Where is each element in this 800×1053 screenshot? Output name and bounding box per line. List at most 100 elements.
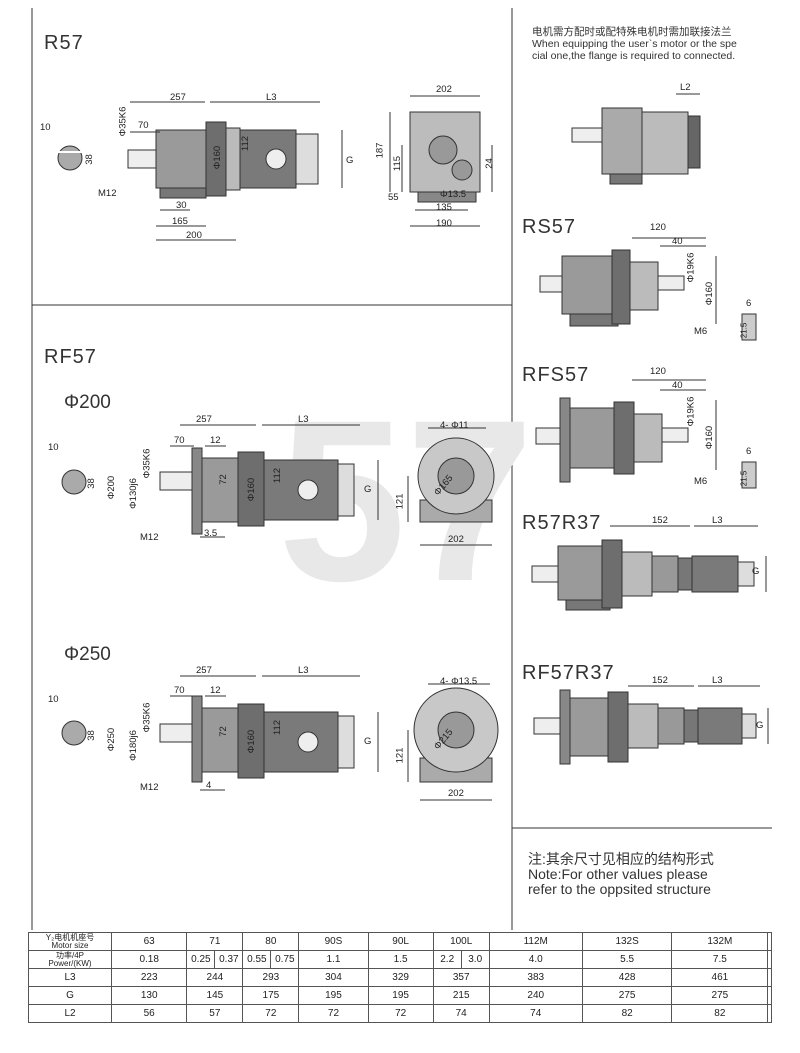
table-cell-empty (767, 968, 772, 987)
table-row-l3: L3 223 244 293 304 329 357 383 428 461 (28, 968, 772, 987)
table-cell: 7.5 (671, 950, 769, 969)
table-cell: 72 (367, 1004, 434, 1023)
table-row-motor-size: Y₂电机机座号 Motor size 63 71 80 90S 90L 100L… (28, 932, 772, 951)
rfs57-dim-6: 6 (746, 446, 752, 457)
r57-dim-202: 202 (436, 84, 452, 95)
table-cell: 0.75 (270, 950, 300, 969)
flange-note-cn: 电机需方配时或配特殊电机时需加联接法兰 (532, 26, 732, 38)
r57-dim-g: G (346, 155, 354, 166)
rfs57-dim-21-5: 21.5 (739, 470, 749, 487)
table-cell: 428 (581, 968, 673, 987)
rf250-dim-g: G (364, 736, 372, 747)
r57-dim-190: 190 (436, 218, 452, 229)
r57-dim-200: 200 (186, 230, 202, 241)
table-cell: 132S (581, 932, 673, 951)
rf200-dim-257: 257 (196, 414, 212, 425)
table-cell: 2.2 (432, 950, 462, 969)
table-cell: 357 (432, 968, 490, 987)
r57-dim-70: 70 (138, 120, 149, 131)
rs57-dim-m6: M6 (694, 326, 708, 337)
flange-note-en-1: When equipping the user`s motor or the s… (532, 38, 737, 50)
table-row-power: 功率/4P Power/(KW) 0.18 0.25 0.37 0.55 0.7… (28, 950, 772, 969)
rfs57-dim-m6: M6 (694, 476, 708, 487)
rf200-dim-holes: 4- Φ11 (440, 420, 469, 431)
table-cell: 461 (671, 968, 769, 987)
flange-note: 电机需方配时或配特殊电机时需加联接法兰 When equipping the u… (532, 26, 737, 62)
table-cell: 0.25 (186, 950, 216, 969)
l2-header: L2 (28, 1004, 112, 1023)
variant-label-phi250: Φ250 (64, 644, 111, 665)
table-row-g: G 130 145 175 195 195 215 240 275 275 (28, 986, 772, 1005)
table-cell: 57 (186, 1004, 244, 1023)
table-cell: 130 (110, 986, 188, 1005)
flange-dim-l2: L2 (680, 82, 691, 93)
power-header-cn: 功率/4P (55, 950, 84, 960)
rf250-dim-12: 12 (210, 685, 221, 696)
section-title-rf57: RF57 (44, 346, 97, 368)
table-cell: 74 (488, 1004, 583, 1023)
section-title-r57r37: R57R37 (522, 512, 602, 534)
table-cell: 80 (242, 932, 300, 951)
rf250-dim-l3: L3 (298, 665, 309, 676)
motor-size-header: Y₂电机机座号 Motor size (28, 932, 112, 951)
power-header-en: Power/(KW) (48, 958, 92, 968)
table-cell: 112M (488, 932, 583, 951)
table-cell: 74 (432, 1004, 490, 1023)
r57r37-dim-152: 152 (652, 515, 668, 526)
table-cell: 90S (298, 932, 369, 951)
rf200-dim-g: G (364, 484, 372, 495)
rf250-dim-holes: 4- Φ13.5 (440, 676, 478, 687)
table-cell: 0.18 (110, 950, 188, 969)
r57-dim-30: 30 (176, 200, 187, 211)
rf200-dim-10: 10 (48, 442, 59, 453)
table-row-l2: L2 56 57 72 72 72 74 74 82 82 (28, 1004, 772, 1023)
table-cell: 0.37 (214, 950, 244, 969)
rf250-dim-202: 202 (448, 788, 464, 799)
rf57r37-dim-g: G (756, 720, 764, 731)
r57-dim-55: 55 (388, 192, 399, 203)
rf57r37-dim-l3: L3 (712, 675, 723, 686)
table-cell-empty (767, 1004, 772, 1023)
table-cell: 175 (242, 986, 300, 1005)
table-cell: 275 (581, 986, 673, 1005)
rfs57-dim-40: 40 (672, 380, 683, 391)
rs57-dim-160: Φ160 (704, 281, 716, 306)
table-cell: 71 (186, 932, 244, 951)
l3-header: L3 (28, 968, 112, 987)
rf250-dim-10: 10 (48, 694, 59, 705)
table-cell: 275 (671, 986, 769, 1005)
table-cell: 195 (367, 986, 434, 1005)
table-cell: 223 (110, 968, 188, 987)
rfs57-dim-120: 120 (650, 366, 666, 377)
bottom-note-cn: 注:其余尺寸见相应的结构形式 (528, 851, 714, 867)
rs57-dim-21-5: 21.5 (739, 322, 749, 339)
table-cell: 63 (110, 932, 188, 951)
table-cell: 244 (186, 968, 244, 987)
rs57-dim-120: 120 (650, 222, 666, 233)
table-cell: 1.5 (367, 950, 434, 969)
r57-dim-10: 10 (40, 122, 51, 133)
rf250-dim-70: 70 (174, 685, 185, 696)
r57r37-dim-l3: L3 (712, 515, 723, 526)
table-cell: 56 (110, 1004, 188, 1023)
rfs57-dim-shaft: Φ19K6 (685, 396, 697, 427)
motor-size-header-en: Motor size (51, 940, 89, 950)
r57-dim-m12: M12 (98, 188, 117, 199)
table-cell: 72 (298, 1004, 369, 1023)
section-title-rf57r37: RF57R37 (522, 662, 615, 684)
g-header: G (28, 986, 112, 1005)
section-title-rfs57: RFS57 (522, 364, 590, 386)
table-cell: 82 (581, 1004, 673, 1023)
table-cell: 82 (671, 1004, 769, 1023)
rf200-dim-70: 70 (174, 435, 185, 446)
table-cell: 132M (671, 932, 769, 951)
flange-note-en-2: cial one,the flange is required to conne… (532, 50, 736, 62)
rs57-dim-shaft: Φ19K6 (685, 252, 697, 283)
table-cell: 5.5 (581, 950, 673, 969)
rf250-dim-257: 257 (196, 665, 212, 676)
spec-table: Y₂电机机座号 Motor size 63 71 80 90S 90L 100L… (28, 932, 772, 1023)
table-cell: 240 (488, 986, 583, 1005)
